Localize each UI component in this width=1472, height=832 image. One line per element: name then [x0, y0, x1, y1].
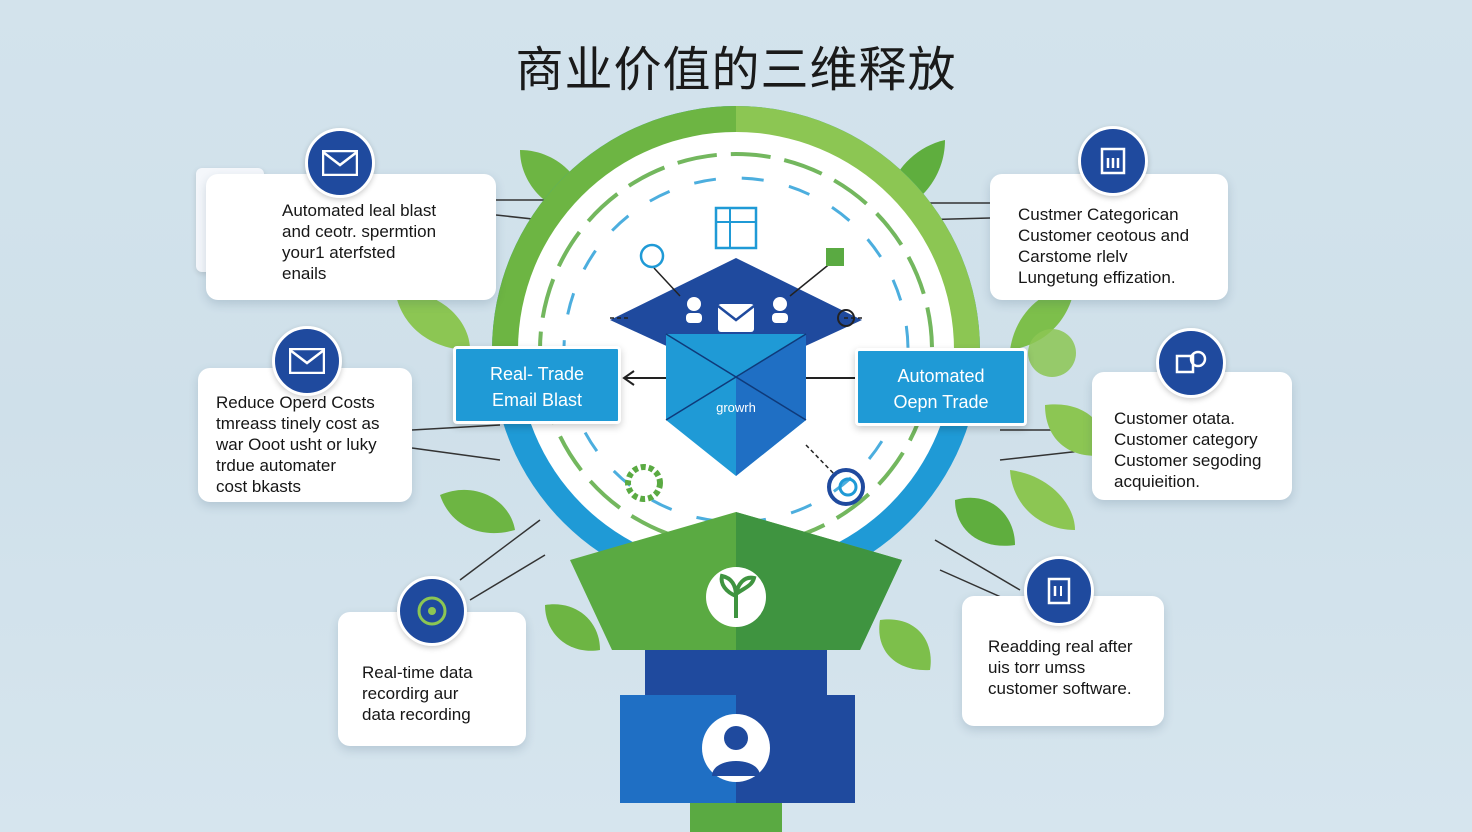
document-icon: [1078, 126, 1148, 196]
leaf-circle-icon: [1028, 329, 1076, 377]
file-icon: [1024, 556, 1094, 626]
right-label-box: Automated Oepn Trade: [855, 348, 1027, 426]
card-bottom-right: Readding real after uis torr umss custom…: [962, 596, 1164, 726]
chat-gear-icon: [1156, 328, 1226, 398]
refresh-icon: [827, 468, 865, 506]
leaf: [545, 604, 600, 651]
bulb-base: [645, 650, 827, 702]
network-icon: [397, 576, 467, 646]
card-top-left-text: Automated leal blast and ceotr. spermtio…: [282, 201, 437, 283]
gear-icon: [625, 464, 663, 502]
leaf: [395, 290, 470, 350]
target-icon: [837, 309, 855, 327]
leaf: [879, 619, 931, 671]
envelope-icon: [272, 326, 342, 396]
leaves: [395, 140, 1106, 671]
page-title: 商业价值的三维释放: [515, 42, 957, 98]
bulb: [492, 106, 1076, 832]
card-bottom-left-text: Real-time data recordirg aur data record…: [362, 663, 473, 724]
leaf: [1010, 285, 1075, 350]
leaf: [1010, 470, 1075, 530]
envelope-center-icon: [718, 304, 754, 332]
chart-icon: [714, 206, 758, 250]
leaf: [1045, 404, 1106, 456]
leaf: [955, 497, 1015, 546]
card-mid-left-text: Reduce Operd Costs tmreass tinely cost a…: [216, 393, 380, 496]
envelope-icon: [305, 128, 375, 198]
card-top-right-text: Custmer Categorican Customer ceotous and…: [1018, 205, 1190, 287]
growth-label: growrh: [716, 400, 756, 415]
tile-icon: [826, 248, 844, 266]
card-mid-right-text: Customer otata. Customer category Custom…: [1114, 409, 1262, 491]
leaf: [440, 489, 515, 534]
globe-icon: [639, 243, 665, 269]
left-label-box: Real- Trade Email Blast: [453, 346, 621, 424]
card-bottom-right-text: Readding real after uis torr umss custom…: [988, 637, 1133, 698]
